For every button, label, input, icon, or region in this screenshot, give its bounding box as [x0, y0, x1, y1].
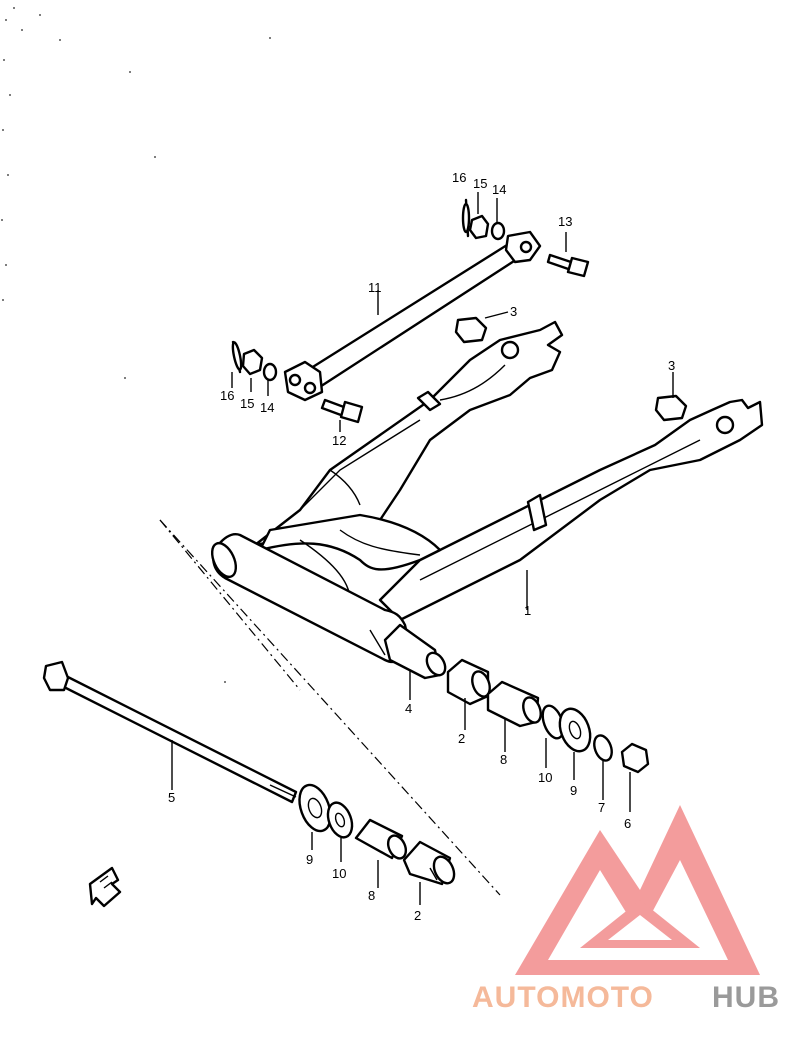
callout-nut15-right: 15: [473, 176, 487, 191]
fasteners-left: [231, 340, 278, 382]
callout-bolt-left: 12: [332, 433, 346, 448]
callout-bush-left: 3: [510, 304, 517, 319]
callout-pin16-left: 16: [220, 388, 234, 403]
callout-frame: 1: [524, 603, 531, 618]
callout-seal-upper: 9: [570, 783, 577, 798]
callout-washer-lower: 10: [332, 866, 346, 881]
callout-nut15-left: 15: [240, 396, 254, 411]
watermark-text: AUTOMOTO HUB: [472, 981, 780, 1014]
fasteners-right: [461, 198, 506, 241]
bush-3-right: [654, 394, 688, 422]
axis-centre-line-2: [159, 519, 301, 691]
callout-labels: 1 2 2 3 3 4 5 6 7 8 8 9 9 10 10 11 12 13…: [168, 170, 675, 923]
callout-spacer-upper: 8: [500, 752, 507, 767]
callout-pipe: 4: [405, 701, 412, 716]
callout-torque-link: 11: [368, 280, 382, 295]
callout-bolt-right: 13: [558, 214, 572, 229]
callout-washer-upper: 10: [538, 770, 552, 785]
watermark-word-b: HUB: [712, 981, 780, 1014]
pivot-shaft: [42, 660, 298, 804]
torque-link: [283, 230, 542, 402]
axis-centre-line: [159, 519, 501, 896]
callout-bearing-lower: 2: [414, 908, 421, 923]
callout-pin16-right: 16: [452, 170, 466, 185]
bolt-13: [546, 253, 590, 278]
watermark-word-a: AUTOMOTO: [472, 981, 654, 1014]
amh-logo-icon: [515, 805, 760, 975]
front-arrow-icon: [88, 866, 122, 908]
callout-washer14-right: 14: [492, 182, 506, 197]
callout-nut: 6: [624, 816, 631, 831]
callout-bush-right: 3: [668, 358, 675, 373]
callout-washer14-left: 14: [260, 400, 274, 415]
bolt-12: [320, 398, 364, 424]
upper-parts: [446, 658, 650, 774]
scan-noise: [1, 7, 271, 683]
bush-3-left: [454, 316, 488, 344]
callout-seal-lower: 9: [306, 852, 313, 867]
callout-bearing-upper: 2: [458, 731, 465, 746]
callout-pivot-shaft: 5: [168, 790, 175, 805]
leader-lines: [171, 192, 674, 905]
swingarm-frame: [210, 320, 764, 680]
callout-spacer-lower: 8: [368, 888, 375, 903]
lower-parts: [298, 783, 456, 886]
callout-washer: 7: [598, 800, 605, 815]
